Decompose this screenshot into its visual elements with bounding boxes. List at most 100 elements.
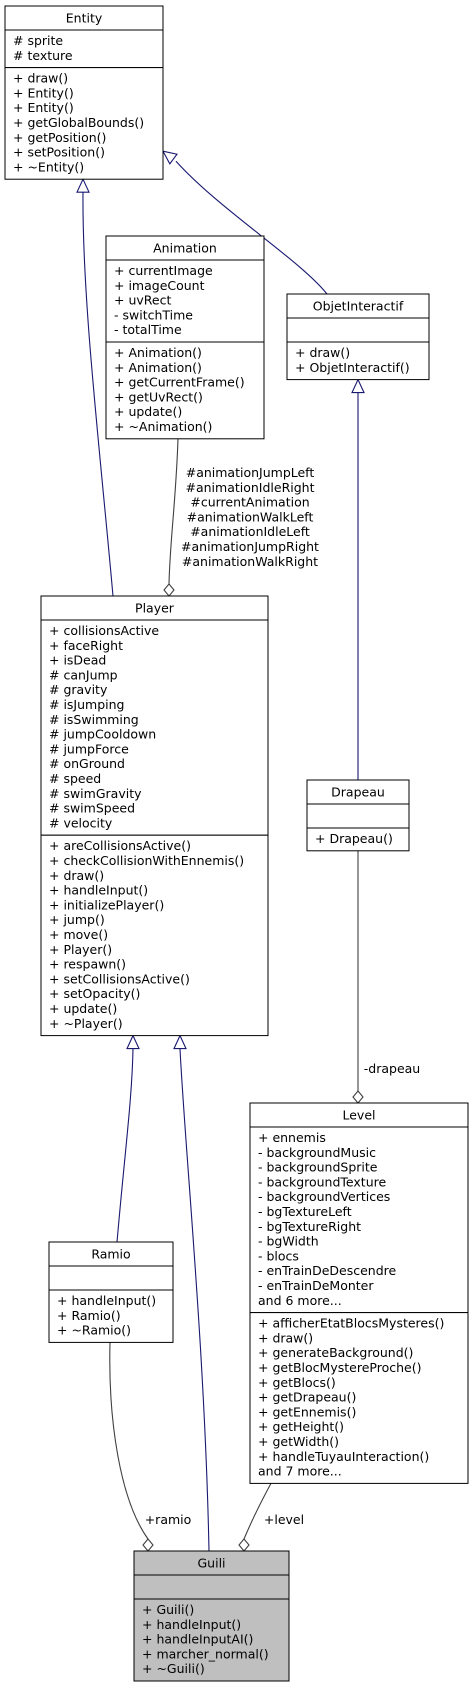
association-label: #animationWalkLeft	[187, 509, 314, 524]
class-method: + Entity()	[13, 100, 74, 115]
class-method: + setOpacity()	[49, 986, 140, 1001]
class-attribute: # velocity	[49, 815, 113, 830]
class-attribute: - backgroundSprite	[258, 1160, 378, 1175]
class-attributes-box	[306, 803, 410, 829]
class-methods-box	[133, 1598, 290, 1682]
class-attribute: # isSwimming	[49, 712, 139, 727]
class-attribute: # sprite	[13, 33, 63, 48]
association-edge	[243, 1483, 272, 1540]
association-label: #animationIdleRight	[185, 480, 314, 495]
class-attribute: - switchTime	[114, 307, 193, 322]
association-label: #animationJumpLeft	[186, 465, 315, 480]
aggregation-diamond	[352, 1090, 364, 1104]
class-method: + getHeight()	[258, 1419, 344, 1434]
class-objetinteractif[interactable]: ObjetInteractif+ draw()+ ObjetInteractif…	[286, 293, 430, 381]
aggregation-diamond	[163, 583, 175, 597]
class-attribute: - backgroundVertices	[258, 1189, 390, 1204]
class-title-box	[40, 595, 269, 621]
class-attribute: - bgWidth	[258, 1234, 319, 1249]
class-method: + draw()	[295, 345, 350, 360]
class-title-box	[133, 1550, 290, 1576]
class-method: + getUvRect()	[114, 389, 203, 404]
class-method: + Entity()	[13, 85, 74, 100]
class-attributes-box	[105, 259, 265, 343]
class-method: + handleInput()	[57, 1293, 156, 1308]
class-method: + generateBackground()	[258, 1345, 413, 1360]
class-attribute: # swimGravity	[49, 786, 142, 801]
class-method: + handleInput()	[142, 1617, 241, 1632]
diagram-classes: Entity# sprite# texture+ draw()+ Entity(…	[4, 5, 469, 1682]
class-method: + handleTuyauInteraction()	[258, 1449, 429, 1464]
class-methods-box	[286, 341, 430, 381]
class-attribute: - enTrainDeMonter	[258, 1278, 374, 1293]
class-method: + draw()	[13, 71, 68, 86]
class-method: + Guili()	[142, 1602, 194, 1617]
class-methods-box	[306, 827, 410, 852]
class-attributes-box	[133, 1574, 290, 1600]
class-method: + marcher_normal()	[142, 1646, 269, 1661]
class-method: + jump()	[49, 912, 105, 927]
class-method: + draw()	[49, 868, 104, 883]
class-attribute: + currentImage	[114, 263, 213, 278]
class-guili[interactable]: Guili+ Guili()+ handleInput()+ handleInp…	[133, 1550, 290, 1682]
class-attribute: - bgTextureRight	[258, 1219, 361, 1234]
class-method: + getGlobalBounds()	[13, 115, 144, 130]
association-edge	[168, 438, 179, 585]
class-method: + ~Animation()	[114, 419, 212, 434]
class-name: Player	[135, 601, 175, 616]
class-method: + draw()	[258, 1330, 313, 1345]
class-name: Animation	[153, 241, 217, 256]
class-method: + ObjetInteractif()	[295, 360, 410, 375]
inheritance-edge	[179, 1048, 210, 1552]
class-methods-box	[4, 67, 164, 180]
class-method: + update()	[49, 1001, 117, 1016]
class-attribute: # jumpForce	[49, 741, 129, 756]
class-attribute: + isDead	[49, 653, 106, 668]
class-attribute: - enTrainDeDescendre	[258, 1263, 397, 1278]
class-method: + setCollisionsActive()	[49, 971, 190, 986]
class-title-box	[4, 5, 164, 31]
aggregation-diamond	[238, 1538, 250, 1552]
inheritance-edge	[82, 192, 114, 597]
class-animation[interactable]: Animation+ currentImage+ imageCount+ uvR…	[105, 235, 265, 440]
class-methods-box	[249, 1312, 469, 1484]
class-ramio[interactable]: Ramio+ handleInput()+ Ramio()+ ~Ramio()	[48, 1241, 174, 1343]
association-label: -drapeau	[364, 1061, 420, 1076]
association-label: +ramio	[145, 1512, 192, 1527]
class-attribute: # isJumping	[49, 697, 124, 712]
class-attribute: and 6 more...	[258, 1293, 342, 1308]
class-method: and 7 more...	[258, 1464, 342, 1479]
class-method: + ~Guili()	[142, 1661, 205, 1676]
class-title-box	[48, 1241, 174, 1267]
class-attributes-box	[4, 29, 164, 69]
class-method: + getEnnemis()	[258, 1404, 356, 1419]
class-drapeau[interactable]: Drapeau+ Drapeau()	[306, 779, 410, 852]
class-attribute: # gravity	[49, 682, 108, 697]
class-method: + update()	[114, 404, 182, 419]
class-attributes-box	[249, 1126, 469, 1314]
class-name: Entity	[66, 11, 103, 26]
aggregation-diamond	[142, 1538, 154, 1552]
class-method: + Ramio()	[57, 1308, 121, 1323]
class-level[interactable]: Level+ ennemis- backgroundMusic- backgro…	[249, 1102, 469, 1484]
diagram-edges	[76, 150, 365, 1552]
class-method: + afficherEtatBlocsMysteres()	[258, 1316, 444, 1331]
class-attributes-box	[286, 317, 430, 343]
class-attribute: # texture	[13, 48, 73, 63]
class-attribute: # jumpCooldown	[49, 727, 156, 742]
class-name: Guili	[197, 1556, 225, 1571]
class-methods-box	[40, 834, 269, 1037]
class-attributes-box	[40, 619, 269, 836]
class-method: + ~Entity()	[13, 159, 84, 174]
class-entity[interactable]: Entity# sprite# texture+ draw()+ Entity(…	[4, 5, 164, 180]
inheritance-edge	[116, 1048, 134, 1243]
class-attributes-box	[48, 1265, 174, 1291]
class-player[interactable]: Player+ collisionsActive+ faceRight+ isD…	[40, 595, 269, 1037]
class-attribute: # speed	[49, 771, 101, 786]
inheritance-arrowhead	[173, 1034, 187, 1050]
class-attribute: + faceRight	[49, 638, 123, 653]
association-label: #animationWalkRight	[182, 554, 318, 569]
class-attribute: # canJump	[49, 667, 118, 682]
class-attribute: - bgTextureLeft	[258, 1204, 352, 1219]
class-attribute: + imageCount	[114, 278, 205, 293]
